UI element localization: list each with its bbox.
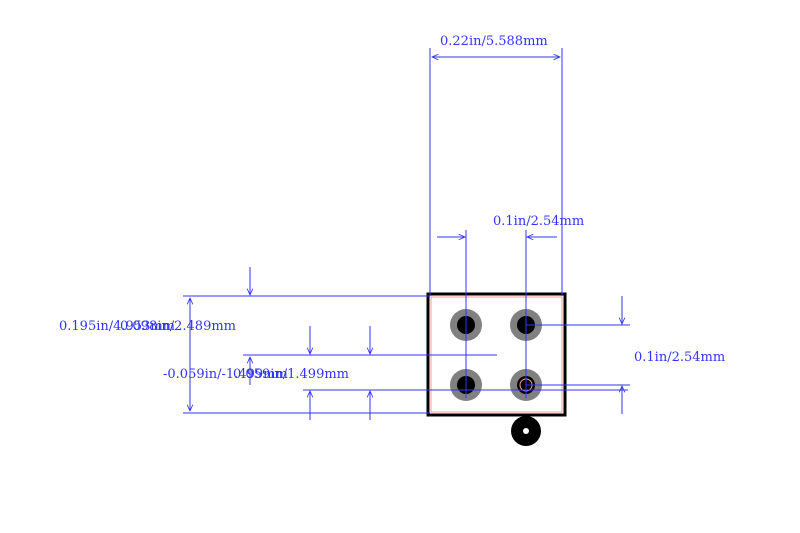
- dimension-lines: [183, 48, 630, 420]
- dimension-label-d: 0.059in/1.499mm: [233, 367, 349, 382]
- pad-pitch-y-label: 0.1in/2.54mm: [634, 350, 725, 365]
- dimension-label-c: -0.059in/-1.499mm: [163, 367, 288, 382]
- overall-width-label: 0.22in/5.588mm: [440, 34, 548, 49]
- dimension-label-a: 0.195in/4.953mm: [59, 319, 175, 334]
- dimension-label-b: 0.098in/2.489mm: [120, 319, 236, 334]
- pin1-marker: [511, 416, 541, 446]
- pad-pitch-x-label: 0.1in/2.54mm: [493, 214, 584, 229]
